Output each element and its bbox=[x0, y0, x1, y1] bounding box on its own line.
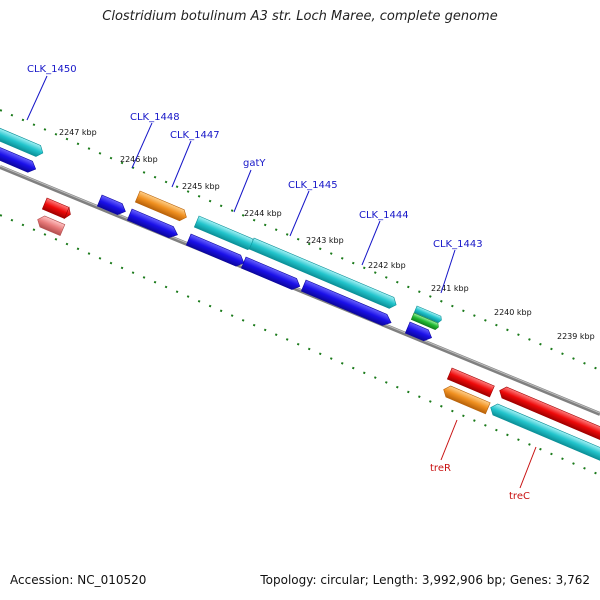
gene-label-leaders bbox=[26, 75, 537, 489]
gene-pink-left bbox=[37, 215, 66, 236]
gene-clk-1447-blue bbox=[126, 208, 178, 238]
kbp-label: 2245 kbp bbox=[182, 182, 220, 191]
gene-label-gaty: gatY bbox=[243, 158, 266, 169]
kbp-label: 2240 kbp bbox=[494, 308, 532, 317]
gene-clk-1443-blue bbox=[404, 321, 432, 342]
accession-text: Accession: NC_010520 bbox=[10, 573, 147, 587]
gene-clk-1445-cyan bbox=[248, 237, 397, 309]
gene-label-clk-1448: CLK_1448 bbox=[130, 112, 180, 123]
kbp-label: 2241 kbp bbox=[431, 284, 469, 293]
map-title: Clostridium botulinum A3 str. Loch Maree… bbox=[102, 9, 498, 24]
gene-clk-1450-blue bbox=[0, 143, 37, 173]
gene-label-trec: treC bbox=[509, 491, 530, 502]
kbp-label: 2242 kbp bbox=[368, 261, 406, 270]
gene-label-clk-1444: CLK_1444 bbox=[359, 210, 409, 221]
outer-tick-row-upper bbox=[0, 109, 600, 371]
kbp-label: 2243 kbp bbox=[306, 236, 344, 245]
gene-name-labels: CLK_1450 CLK_1448 CLK_1447 gatY CLK_1445… bbox=[27, 64, 530, 502]
gene-clk-1444-blue bbox=[300, 279, 392, 326]
kbp-label: 2244 kbp bbox=[244, 209, 282, 218]
reverse-genes bbox=[37, 197, 600, 469]
gene-label-clk-1450: CLK_1450 bbox=[27, 64, 77, 75]
genome-backbone bbox=[0, 165, 600, 416]
gene-label-clk-1443: CLK_1443 bbox=[433, 239, 483, 250]
kbp-labels: 2247 kbp 2246 kbp 2245 kbp 2244 kbp 2243… bbox=[59, 128, 595, 341]
kbp-label: 2247 kbp bbox=[59, 128, 97, 137]
gene-clk-1450-cyan bbox=[0, 123, 44, 157]
outer-tick-row-lower bbox=[0, 214, 600, 476]
gene-clk-1448 bbox=[96, 194, 126, 215]
gene-trer-red bbox=[446, 367, 495, 398]
kbp-label: 2246 kbp bbox=[120, 155, 158, 164]
kbp-label: 2239 kbp bbox=[557, 332, 595, 341]
topology-text: Topology: circular; Length: 3,992,906 bp… bbox=[260, 573, 590, 587]
gene-clk-1443-green bbox=[410, 312, 439, 330]
gene-gaty-blue bbox=[185, 233, 245, 267]
gene-label-clk-1445: CLK_1445 bbox=[288, 180, 338, 191]
gene-label-trer: treR bbox=[430, 463, 451, 474]
gene-trec-cyan bbox=[490, 403, 600, 469]
gene-clk-1445-blue bbox=[240, 256, 301, 290]
gene-red-left bbox=[41, 197, 71, 220]
forward-genes bbox=[0, 123, 442, 342]
gene-trec-red bbox=[499, 386, 600, 452]
gene-trer-orange bbox=[443, 385, 491, 415]
gene-clk-1443-cyan bbox=[413, 305, 442, 323]
gene-clk-1447-orange bbox=[134, 190, 187, 222]
gene-label-clk-1447: CLK_1447 bbox=[170, 130, 220, 141]
